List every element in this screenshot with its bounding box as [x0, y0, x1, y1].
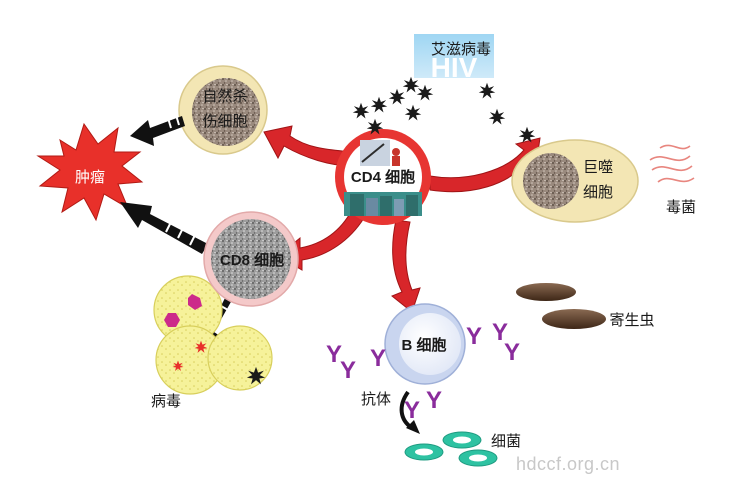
hiv-particle	[352, 102, 370, 119]
antibody-icon: Y	[492, 319, 508, 346]
bacteria-label: 细菌	[491, 433, 521, 450]
parasite-label: 寄生虫	[609, 311, 654, 329]
hiv-particle	[388, 88, 406, 105]
antibody-icon: Y	[504, 339, 520, 366]
arrow-antibody-to-bacteria	[399, 390, 420, 434]
cd4-cell: CD4 细胞	[335, 129, 431, 225]
hiv-label: 艾滋病毒	[431, 41, 491, 58]
antibody-icon: Y	[404, 397, 420, 424]
parasites	[516, 283, 606, 329]
macrophage-label-line2: 细胞	[583, 184, 613, 201]
macrophage: 巨噬 细胞	[511, 139, 639, 223]
antibody-icon: Y	[340, 357, 356, 384]
cd8-cell: CD8 细胞	[203, 211, 299, 307]
hiv-particle	[488, 108, 506, 125]
watermark: hdccf.org.cn	[516, 454, 620, 474]
hiv-particle	[416, 84, 434, 101]
virus-hex-icon	[188, 294, 202, 310]
tumor-label: 肿瘤	[75, 169, 105, 186]
hiv-particle	[370, 96, 388, 113]
nk-label-line1: 自然杀	[202, 88, 247, 105]
parasite-icon	[542, 309, 606, 329]
hiv-particle	[402, 76, 420, 93]
antibody-icon: Y	[426, 387, 442, 414]
antibody-label: 抗体	[361, 391, 391, 408]
b-cell-label: B 细胞	[401, 336, 446, 354]
hiv-badge-text: HIV	[431, 52, 478, 83]
parasite-icon	[516, 283, 576, 301]
arrow-cd8-to-tumor	[120, 202, 208, 254]
antibody-icon: Y	[370, 345, 386, 372]
hiv-particle	[404, 104, 422, 121]
hiv-badge: HIV 艾滋病毒	[414, 34, 494, 83]
hiv-particle	[478, 82, 496, 99]
antibody-icon: Y	[326, 341, 342, 368]
toxic-bacteria-icon	[649, 144, 695, 183]
toxic-bacteria-label: 毒菌	[666, 199, 696, 216]
cd4-label: CD4 细胞	[351, 168, 415, 186]
macrophage-label-line1: 巨噬	[583, 159, 613, 176]
cd4-arrows	[263, 125, 541, 313]
virus-hex-icon	[164, 313, 180, 327]
virus-label: 病毒	[151, 393, 181, 410]
nk-label-line2: 伤细胞	[202, 113, 247, 130]
antibodies: Y Y Y Y Y Y Y Y	[326, 319, 520, 424]
cd8-label: CD8 细胞	[220, 251, 284, 269]
arrow-to-bcell	[391, 219, 421, 313]
b-cell: B 细胞	[384, 303, 466, 385]
bacteria-cluster	[404, 431, 498, 467]
arrow-nk-to-tumor	[130, 116, 185, 146]
antibody-icon: Y	[466, 323, 482, 350]
arrow-to-nk	[263, 125, 353, 167]
infected-cells	[153, 275, 273, 395]
nk-cell: 自然杀 伤细胞	[178, 65, 268, 155]
